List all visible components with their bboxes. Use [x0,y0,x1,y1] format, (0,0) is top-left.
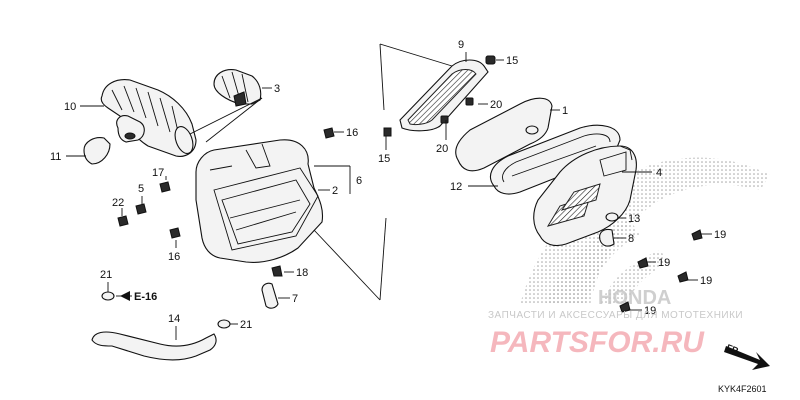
part-3-connecting-tube [213,69,262,107]
callout-14: 14 [168,313,180,325]
callout-6: 6 [356,175,362,187]
part-8-drain-plug [599,228,615,247]
callout-13: 13 [628,213,640,225]
callout-15a: 15 [506,55,518,67]
callout-18: 18 [296,267,308,279]
part-10-intake-duct [100,79,197,157]
callout-21a: 21 [100,269,112,281]
callout-19a: 19 [714,229,726,241]
callout-12: 12 [450,181,462,193]
reference-e16[interactable]: E-16 [134,291,157,303]
callout-3: 3 [274,83,280,95]
part-9-filter-frame [383,55,496,137]
callout-1: 1 [562,105,568,117]
callout-19c: 19 [700,275,712,287]
callout-19d: 19 [644,305,656,317]
callout-19b: 19 [658,257,670,269]
watermark-tagline: ЗАПЧАСТИ И АКСЕССУАРЫ ДЛЯ МОТОТЕХНИКИ [488,310,743,321]
front-direction-arrow-icon [724,346,770,370]
callout-2: 2 [332,185,338,197]
honda-wing-watermark: HONDA [520,157,770,309]
part-7-drain-tube [261,282,279,309]
callout-20b: 20 [436,143,448,155]
callout-7: 7 [292,293,298,305]
part-13-clip [605,212,619,222]
case-fasteners [117,127,335,277]
callout-20a: 20 [490,99,502,111]
callout-16a: 16 [346,127,358,139]
diagram-code: KYK4F2601 [718,384,767,394]
callout-9: 9 [458,39,464,51]
callout-4: 4 [656,167,662,179]
callout-22: 22 [112,197,124,209]
reference-arrow-icon [120,291,130,301]
part-14-breather-hose [91,291,231,361]
callout-16b: 16 [168,251,180,263]
callout-21b: 21 [240,319,252,331]
callout-11: 11 [50,151,61,163]
callout-10: 10 [64,101,76,113]
callout-8: 8 [628,233,634,245]
part-11-band-clamp [83,137,111,165]
leader-lines [66,43,712,340]
callout-15b: 15 [378,153,390,165]
part-2-case-body [195,139,324,263]
watermark-site: PARTSFOR.RU [490,326,705,359]
brand-watermark-text: HONDA [598,287,671,309]
callout-17: 17 [152,167,164,179]
callout-5: 5 [138,183,144,195]
part-1-air-cleaner-cover [455,97,553,172]
part-12-case-seal [490,124,621,195]
